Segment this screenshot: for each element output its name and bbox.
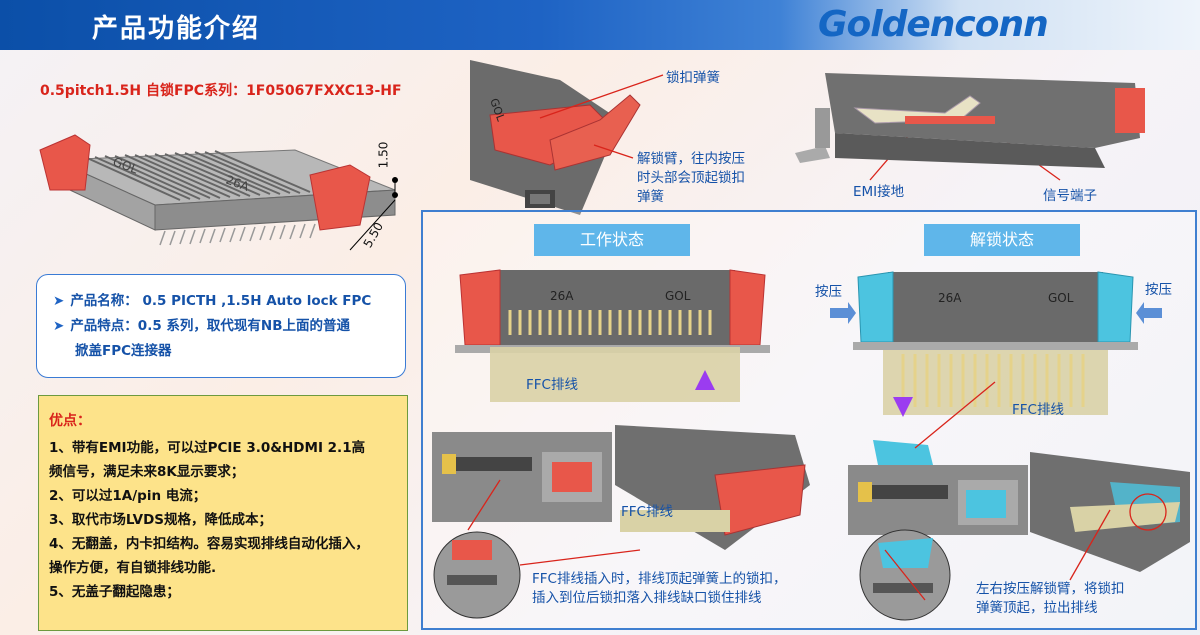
emi-ground-label: EMI接地 [853, 184, 905, 200]
unlock-arm-label-2: 时头部会顶起锁扣 [637, 170, 745, 186]
header-bar: 产品功能介绍 Goldenconn [0, 0, 1200, 50]
product-feature-line-2: 掀盖FPC连接器 [75, 343, 172, 359]
unlocking-state-connector: 26A GOL [853, 271, 1138, 417]
advantage-line: 3、取代市场LVDS规格，降低成本； [49, 512, 273, 528]
unlock-arm-label-1: 解锁臂，往内按压 [637, 151, 745, 167]
advantage-line: 5、无盖子翻起隐患； [49, 584, 180, 600]
svg-text:26A: 26A [938, 291, 962, 305]
connector-illustration: 26A GOL [39, 134, 398, 251]
advantage-line: 4、无翻盖，内卡扣结构。容易实现排线自动化插入， [49, 536, 369, 552]
working-zoom-circle [433, 531, 521, 619]
insert-caption-2: 插入到位后锁扣落入排线缺口锁住排线 [532, 590, 762, 606]
unlocking-state-banner: 解锁状态 [924, 224, 1080, 256]
goldenconn-logo: Goldenconn [818, 4, 1049, 45]
advantages-box: 优点： 1、带有EMI功能，可以过PCIE 3.0&HDMI 2.1高 频信号，… [38, 395, 408, 631]
press-arrow-right-icon [830, 302, 856, 324]
series-title: 0.5pitch1.5H 自锁FPC系列：1F05067FXXC13-HF [40, 83, 402, 99]
product-feature-line: ➤产品特点：0.5 系列，取代现有NB上面的普通 [53, 318, 351, 334]
release-caption-1: 左右按压解锁臂，将锁扣 [976, 581, 1125, 597]
ffc-label-working: FFC排线 [526, 377, 578, 393]
product-name-line: ➤产品名称： 0.5 PICTH ,1.5H Auto lock FPC [53, 293, 372, 309]
page-title: 产品功能介绍 [92, 14, 261, 44]
release-caption-2: 弹簧顶起，拉出排线 [976, 600, 1098, 616]
signal-terminal-label: 信号端子 [1043, 188, 1097, 204]
working-ffc-insert [615, 425, 810, 550]
press-arrow-left-icon [1136, 302, 1162, 324]
working-state-banner: 工作状态 [534, 224, 690, 256]
ffc-label-unlocking: FFC排线 [1012, 402, 1064, 418]
arrow-bullet-icon: ➤ [53, 293, 65, 309]
unlocking-lock-detail [848, 440, 1028, 535]
press-label-left: 按压 [815, 284, 842, 300]
svg-text:GOL: GOL [1048, 291, 1074, 305]
advantage-line: 2、可以过1A/pin 电流； [49, 488, 207, 504]
product-info-box: ➤产品名称： 0.5 PICTH ,1.5H Auto lock FPC ➤产品… [36, 274, 406, 378]
advantage-line: 频信号，满足未来8K显示要求； [49, 464, 245, 480]
svg-text:26A: 26A [550, 289, 574, 303]
svg-text:GOL: GOL [665, 289, 691, 303]
unlocking-cross-detail [1030, 452, 1190, 572]
advantage-line: 1、带有EMI功能，可以过PCIE 3.0&HDMI 2.1高 [49, 440, 366, 456]
unlock-arm-label-3: 弹簧 [637, 189, 664, 205]
advantage-line: 操作方便，有自锁排线功能. [49, 560, 217, 576]
advantages-title: 优点： [49, 413, 91, 429]
insert-caption-1: FFC排线插入时，排线顶起弹簧上的锁扣， [532, 571, 787, 587]
arrow-bullet-icon: ➤ [53, 318, 65, 334]
lock-spring-label: 锁扣弹簧 [666, 70, 720, 86]
working-lock-detail [432, 432, 612, 522]
press-label-right: 按压 [1145, 282, 1172, 298]
working-state-connector: 26A GOL [455, 269, 770, 402]
ffc-label-insert: FFC排线 [621, 504, 673, 520]
cross-section-view [795, 73, 1145, 168]
lock-spring-closeup: GOL [470, 60, 641, 215]
